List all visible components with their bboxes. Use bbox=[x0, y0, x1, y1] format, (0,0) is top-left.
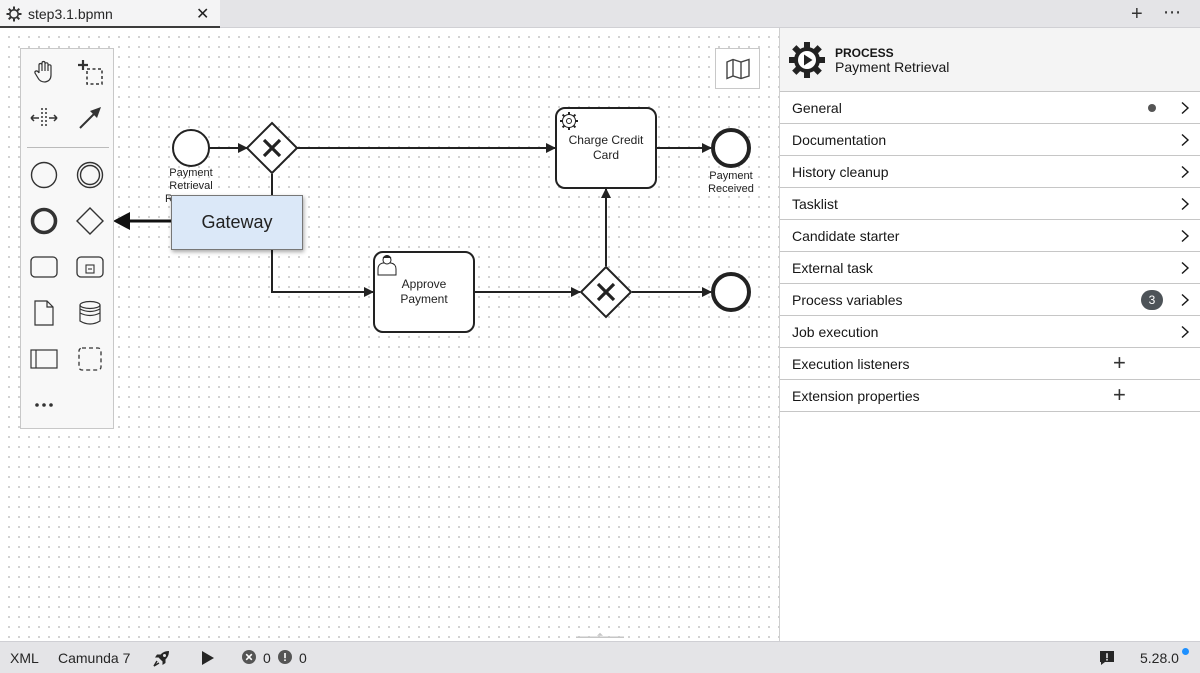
group-label: Candidate starter bbox=[792, 228, 900, 244]
count-badge: 3 bbox=[1141, 290, 1163, 310]
version-label[interactable]: 5.28.0 bbox=[1140, 650, 1179, 666]
group-tool-icon[interactable] bbox=[72, 341, 108, 377]
group-label: Documentation bbox=[792, 132, 887, 148]
start-event-tool-icon[interactable] bbox=[26, 157, 62, 193]
group-job-execution[interactable]: Job execution bbox=[780, 316, 1200, 348]
xml-view-button[interactable]: XML bbox=[10, 650, 39, 666]
space-tool-icon[interactable] bbox=[26, 100, 62, 136]
minimap-toggle-button[interactable] bbox=[715, 48, 760, 89]
task-charge-label-2: Card bbox=[593, 148, 619, 162]
group-label: General bbox=[792, 100, 842, 116]
tab-file[interactable]: step3.1.bpmn ✕ bbox=[0, 0, 220, 28]
group-tasklist[interactable]: Tasklist bbox=[780, 188, 1200, 220]
panel-header: PROCESS Payment Retrieval bbox=[780, 28, 1200, 92]
gateway-tool-icon[interactable] bbox=[72, 203, 108, 239]
service-task-icon bbox=[560, 112, 578, 130]
more-tools-icon[interactable] bbox=[26, 387, 62, 423]
gateway-tooltip: Gateway bbox=[171, 195, 303, 250]
chevron-right-icon bbox=[1181, 293, 1190, 307]
group-label: Job execution bbox=[792, 324, 879, 340]
new-tab-button[interactable]: + bbox=[1131, 3, 1143, 25]
status-bar: XML Camunda 7 0 0 5.28.0 bbox=[0, 641, 1200, 673]
chevron-right-icon bbox=[1181, 229, 1190, 243]
end-event-tool-icon[interactable] bbox=[26, 203, 62, 239]
palette-separator bbox=[27, 147, 109, 148]
exclusive-gateway-2[interactable] bbox=[579, 265, 633, 319]
tab-bar: step3.1.bpmn ✕ + ⋯ bbox=[0, 0, 1200, 28]
start-event-label-1: Payment bbox=[169, 167, 212, 179]
group-extension-properties[interactable]: Extension properties + bbox=[780, 380, 1200, 412]
group-general[interactable]: General bbox=[780, 92, 1200, 124]
chevron-right-icon bbox=[1181, 261, 1190, 275]
group-label: Extension properties bbox=[792, 388, 920, 404]
end-event-label-1: Payment bbox=[709, 170, 752, 182]
user-task-icon bbox=[377, 255, 397, 276]
update-indicator-dot bbox=[1182, 648, 1189, 655]
panel-drag-handle[interactable] bbox=[568, 632, 632, 638]
group-label: Tasklist bbox=[792, 196, 838, 212]
chevron-right-icon bbox=[1181, 165, 1190, 179]
add-property-button[interactable]: + bbox=[1113, 382, 1126, 407]
group-documentation[interactable]: Documentation bbox=[780, 124, 1200, 156]
more-menu-button[interactable]: ⋯ bbox=[1163, 2, 1182, 22]
chevron-right-icon bbox=[1181, 101, 1190, 115]
start-event[interactable] bbox=[172, 129, 210, 167]
task-tool-icon[interactable] bbox=[26, 249, 62, 285]
data-object-tool-icon[interactable] bbox=[26, 295, 62, 331]
tool-palette bbox=[20, 48, 114, 429]
task-approve-payment[interactable]: Approve Payment bbox=[373, 251, 475, 333]
group-execution-listeners[interactable]: Execution listeners + bbox=[780, 348, 1200, 380]
close-tab-button[interactable]: ✕ bbox=[196, 6, 210, 23]
end-event-2[interactable] bbox=[711, 272, 751, 312]
process-gear-icon bbox=[789, 42, 825, 78]
deploy-rocket-icon[interactable] bbox=[152, 648, 172, 668]
map-icon bbox=[725, 58, 750, 80]
tab-title: step3.1.bpmn bbox=[28, 6, 113, 22]
bpmn-diagram: Payment Retrieval Re Charge Credit Card bbox=[113, 107, 754, 333]
data-store-tool-icon[interactable] bbox=[72, 295, 108, 331]
add-listener-button[interactable]: + bbox=[1113, 350, 1126, 375]
exclusive-gateway-1[interactable] bbox=[245, 121, 299, 175]
task-approve-label-2: Payment bbox=[400, 292, 448, 306]
feedback-icon[interactable] bbox=[1099, 650, 1115, 666]
pool-tool-icon[interactable] bbox=[26, 341, 62, 377]
bpmn-canvas[interactable]: Payment Retrieval Re Charge Credit Card bbox=[0, 28, 779, 641]
properties-panel: PROCESS Payment Retrieval General Docume… bbox=[779, 28, 1200, 641]
chevron-right-icon bbox=[1181, 325, 1190, 339]
intermediate-event-tool-icon[interactable] bbox=[72, 157, 108, 193]
task-charge-label-1: Charge Credit bbox=[569, 133, 644, 147]
group-process-variables[interactable]: Process variables 3 bbox=[780, 284, 1200, 316]
end-event-payment-received[interactable] bbox=[711, 128, 751, 168]
element-type: PROCESS bbox=[835, 46, 894, 60]
group-external-task[interactable]: External task bbox=[780, 252, 1200, 284]
hint-arrow-head bbox=[113, 212, 130, 230]
task-charge-credit-card[interactable]: Charge Credit Card bbox=[555, 107, 657, 189]
group-candidate-starter[interactable]: Candidate starter bbox=[780, 220, 1200, 252]
end-event-label-2: Received bbox=[708, 183, 754, 195]
group-label: External task bbox=[792, 260, 873, 276]
start-event-label-2: Retrieval bbox=[169, 180, 212, 192]
group-label: Execution listeners bbox=[792, 356, 910, 372]
error-count: 0 bbox=[263, 650, 271, 666]
lasso-tool-icon[interactable] bbox=[72, 54, 108, 90]
warning-count: 0 bbox=[299, 650, 307, 666]
gear-icon bbox=[6, 6, 22, 22]
data-indicator-dot bbox=[1148, 104, 1156, 112]
element-name: Payment Retrieval bbox=[835, 59, 950, 75]
chevron-right-icon bbox=[1181, 197, 1190, 211]
engine-version-button[interactable]: Camunda 7 bbox=[58, 650, 131, 666]
error-icon[interactable] bbox=[242, 650, 256, 664]
group-history-cleanup[interactable]: History cleanup bbox=[780, 156, 1200, 188]
group-label: History cleanup bbox=[792, 164, 889, 180]
hand-tool-icon[interactable] bbox=[26, 54, 62, 90]
play-icon[interactable] bbox=[200, 650, 216, 666]
group-label: Process variables bbox=[792, 292, 903, 308]
task-approve-label-1: Approve bbox=[402, 277, 447, 291]
connect-tool-icon[interactable] bbox=[72, 100, 108, 136]
subprocess-tool-icon[interactable] bbox=[72, 249, 108, 285]
warning-icon[interactable] bbox=[278, 650, 292, 664]
chevron-right-icon bbox=[1181, 133, 1190, 147]
